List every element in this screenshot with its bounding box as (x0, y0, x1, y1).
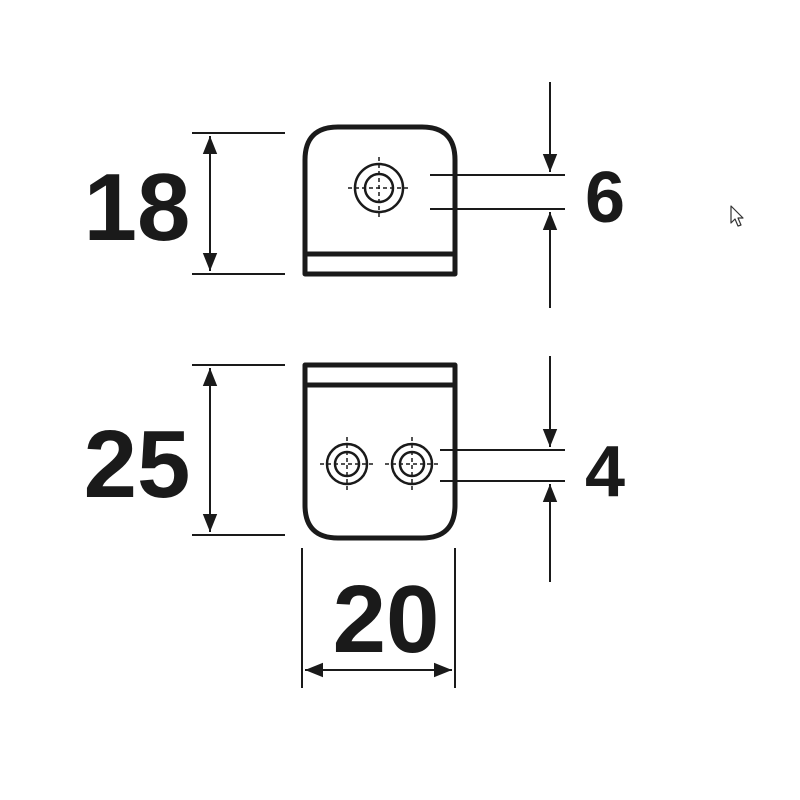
bottom-hole-offset-dimension: 4 (440, 356, 625, 582)
bottom-hole-left (320, 437, 374, 491)
top-hole-offset-dimension: 6 (430, 82, 625, 308)
bottom-hole-right (385, 437, 439, 491)
top-height-label: 18 (84, 154, 191, 261)
bottom-hole-offset-label: 4 (585, 432, 625, 512)
width-dimension: 20 (301, 548, 456, 688)
bottom-view: 25 4 20 (84, 356, 625, 688)
top-hole (348, 157, 410, 219)
top-bracket-outline (302, 124, 458, 277)
mouse-pointer-icon (730, 205, 744, 227)
bottom-bracket-outline (302, 362, 458, 541)
width-label: 20 (333, 566, 440, 673)
top-hole-offset-label: 6 (585, 158, 625, 238)
top-view: 18 6 (84, 82, 625, 308)
top-height-dimension: 18 (84, 132, 285, 275)
bottom-height-label: 25 (84, 411, 191, 518)
bottom-height-dimension: 25 (84, 364, 285, 536)
